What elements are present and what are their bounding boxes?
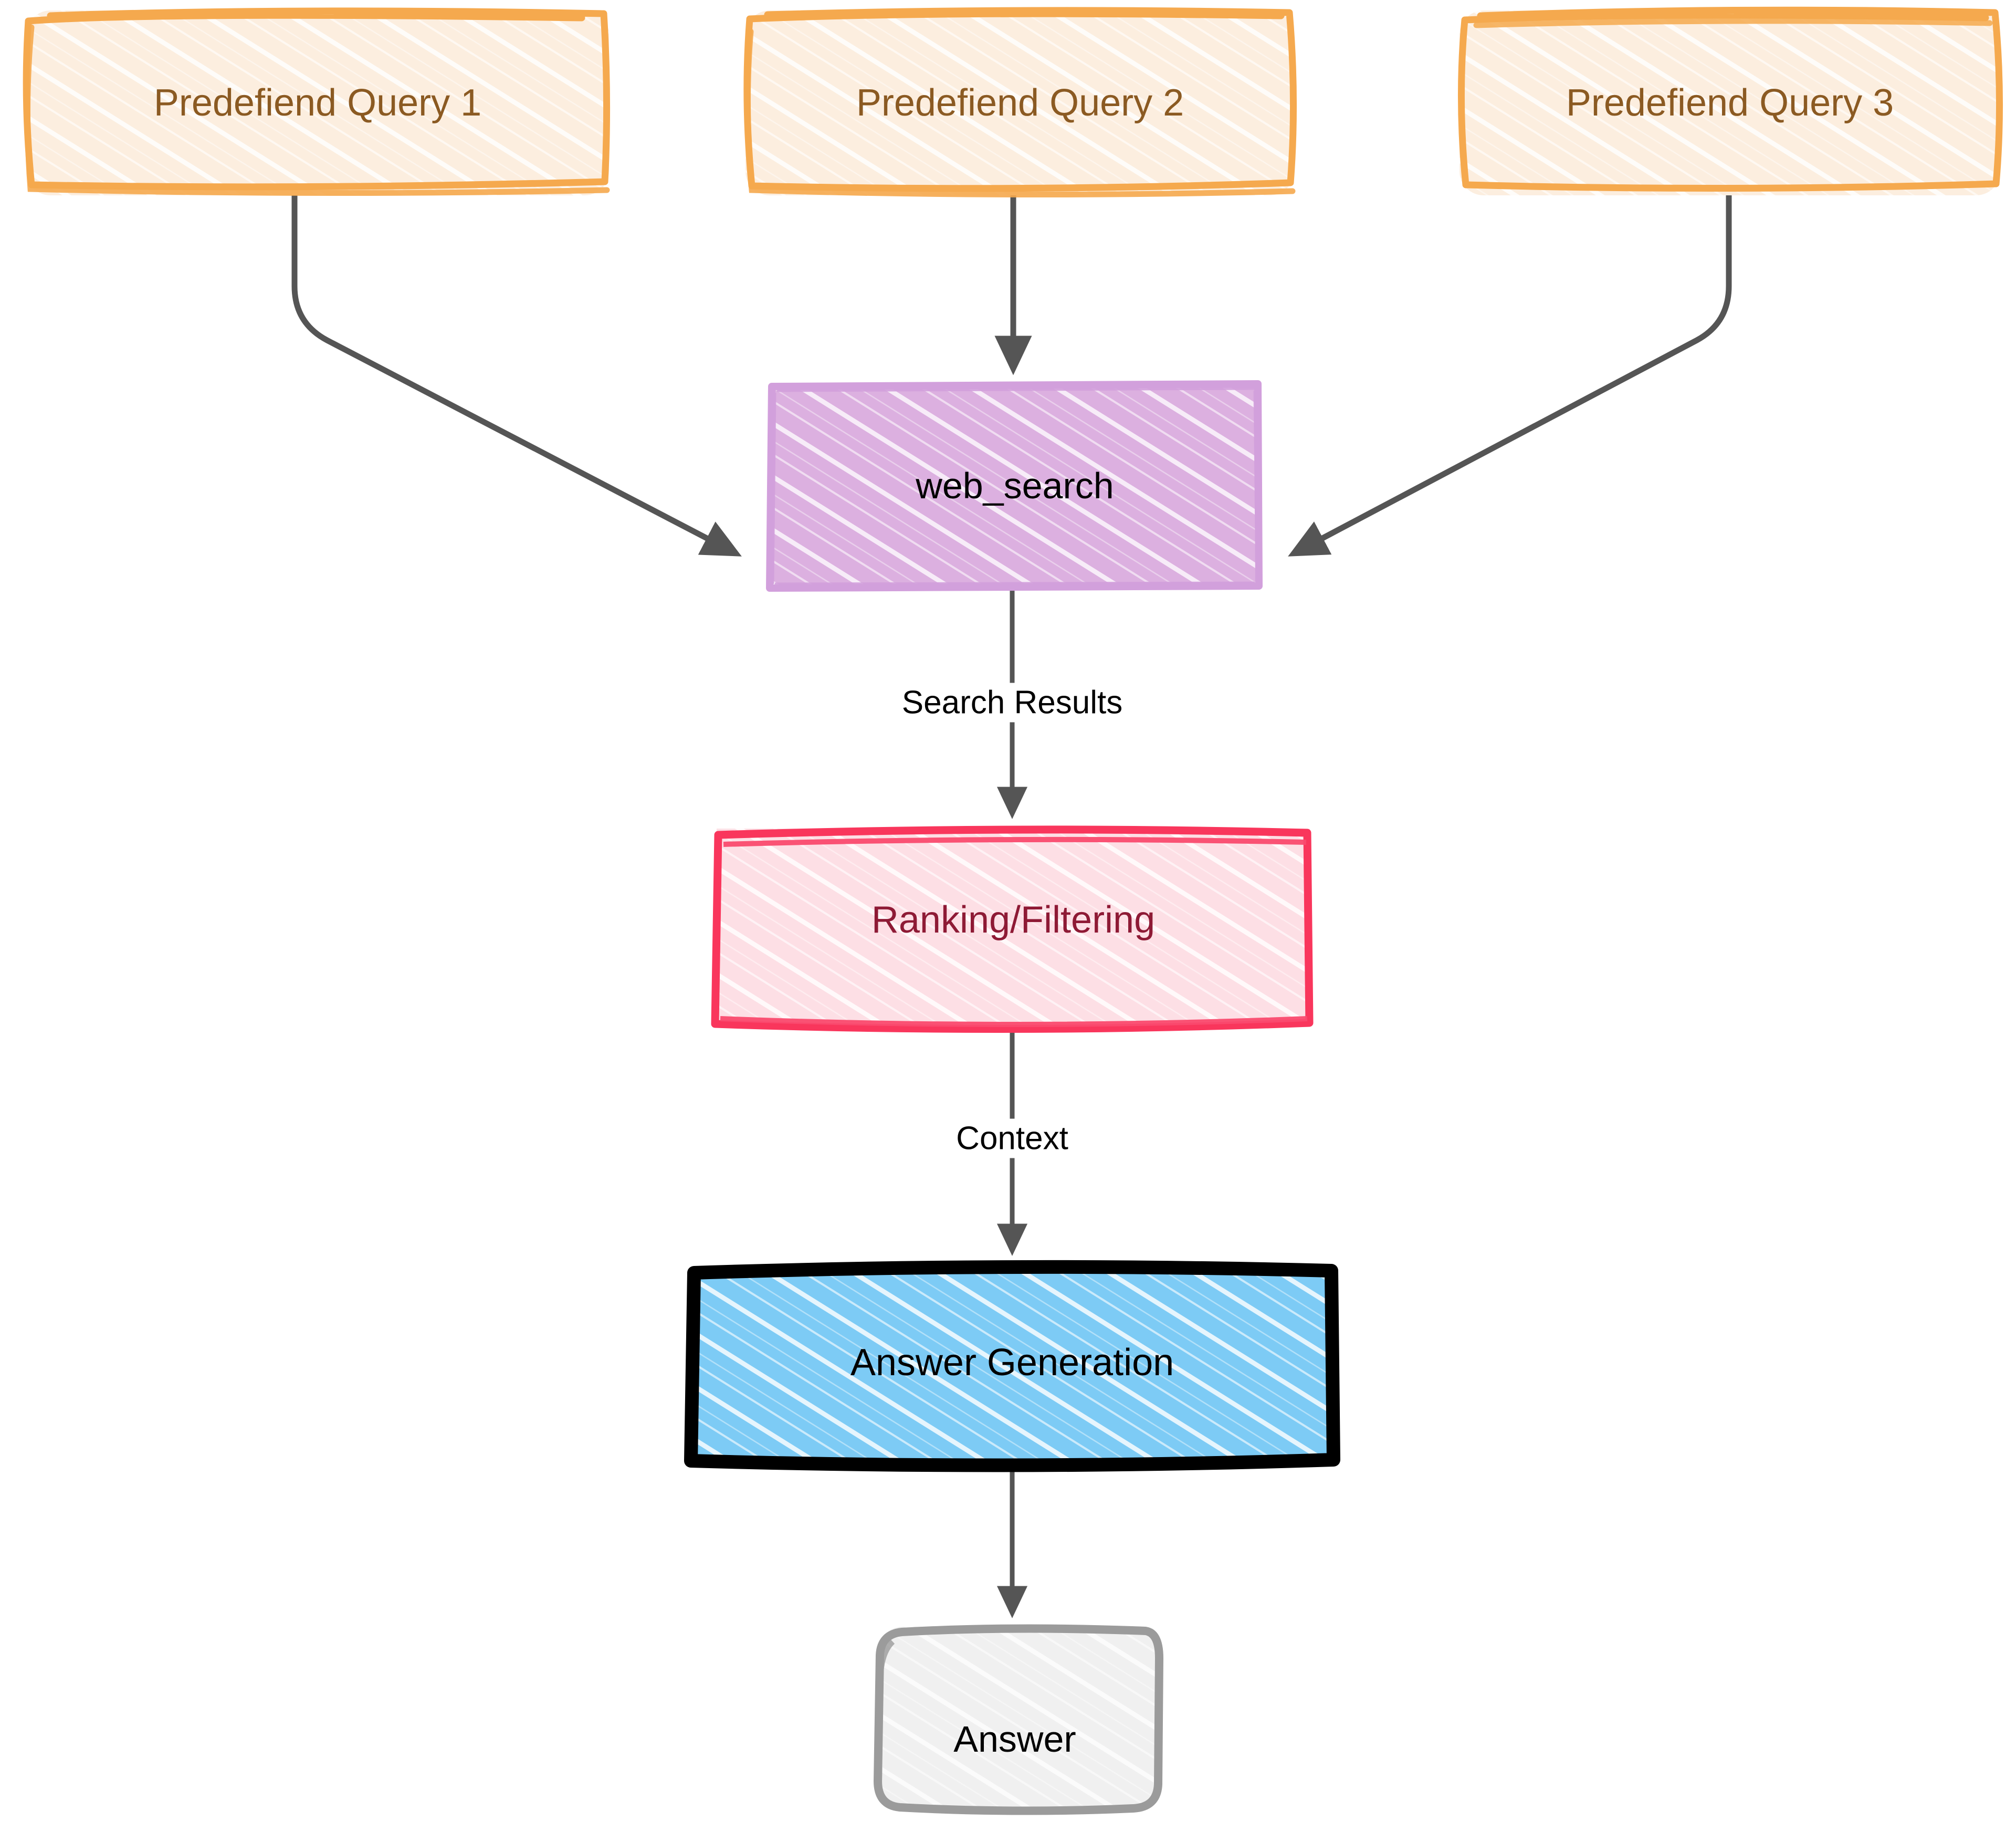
node-query2[interactable] — [743, 7, 1297, 198]
node-query1[interactable] — [23, 7, 611, 196]
node-answer[interactable] — [874, 1624, 1163, 1815]
node-answergen[interactable] — [684, 1260, 1340, 1472]
node-query3[interactable] — [1457, 6, 2003, 195]
node-websearch[interactable] — [766, 380, 1263, 592]
edge-query3-to-websearch — [1288, 193, 1732, 557]
edge-query1-to-websearch — [291, 193, 742, 557]
node-ranking[interactable] — [711, 825, 1314, 1033]
